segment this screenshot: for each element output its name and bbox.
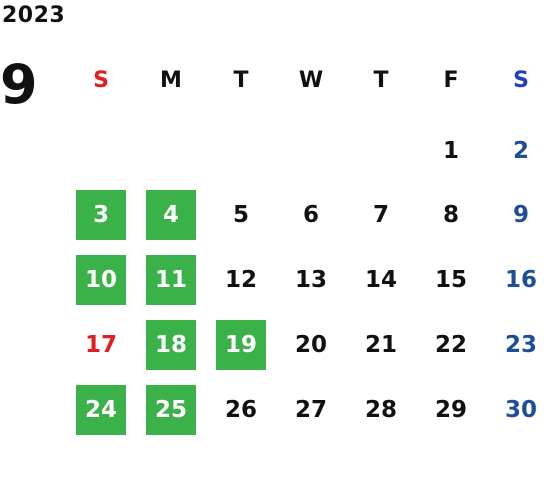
day-cell-26[interactable]: 26: [224, 397, 257, 423]
day-cell-11[interactable]: 11: [146, 255, 196, 305]
day-cell-6[interactable]: 6: [302, 202, 319, 228]
day-cell-24[interactable]: 24: [76, 385, 126, 435]
day-cell-28[interactable]: 28: [364, 397, 397, 423]
weekday-wednesday: W: [298, 68, 324, 93]
weekday-friday: F: [443, 68, 459, 93]
day-cell-22[interactable]: 22: [434, 332, 467, 358]
day-cell-10[interactable]: 10: [76, 255, 126, 305]
day-cell-29[interactable]: 29: [434, 397, 467, 423]
day-cell-14[interactable]: 14: [364, 267, 397, 293]
day-cell-5[interactable]: 5: [232, 202, 249, 228]
weekday-tuesday: T: [233, 68, 249, 93]
day-cell-3[interactable]: 3: [76, 190, 126, 240]
day-cell-23[interactable]: 23: [504, 332, 537, 358]
day-cell-18[interactable]: 18: [146, 320, 196, 370]
day-cell-9[interactable]: 9: [512, 202, 529, 228]
day-cell-13[interactable]: 13: [294, 267, 327, 293]
month-number: 9: [0, 53, 38, 116]
day-cell-4[interactable]: 4: [146, 190, 196, 240]
day-cell-15[interactable]: 15: [434, 267, 467, 293]
day-cell-7[interactable]: 7: [372, 202, 389, 228]
day-cell-2[interactable]: 2: [512, 138, 529, 164]
day-cell-25[interactable]: 25: [146, 385, 196, 435]
day-cell-19[interactable]: 19: [216, 320, 266, 370]
day-cell-20[interactable]: 20: [294, 332, 327, 358]
weekday-monday: M: [160, 68, 182, 93]
day-cell-30[interactable]: 30: [504, 397, 537, 423]
day-cell-17[interactable]: 17: [84, 332, 117, 358]
day-cell-1[interactable]: 1: [442, 138, 459, 164]
weekday-saturday: S: [513, 68, 529, 93]
weekday-thursday: T: [373, 68, 389, 93]
day-cell-12[interactable]: 12: [224, 267, 257, 293]
day-cell-16[interactable]: 16: [504, 267, 537, 293]
day-cell-21[interactable]: 21: [364, 332, 397, 358]
weekday-sunday: S: [93, 68, 109, 93]
weekday-header: S M T W T F S: [0, 66, 548, 96]
day-cell-8[interactable]: 8: [442, 202, 459, 228]
day-cell-27[interactable]: 27: [294, 397, 327, 423]
year-label: 2023: [2, 3, 66, 28]
